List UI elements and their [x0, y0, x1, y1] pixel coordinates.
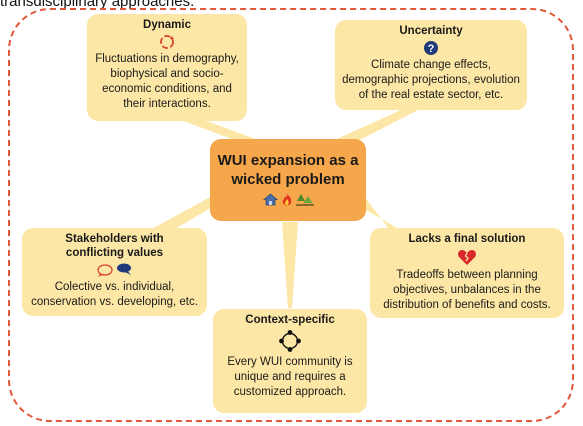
- network-icon: [279, 330, 301, 352]
- box-final-solution-line-2: objectives, unbalances in the: [393, 284, 541, 296]
- center-title-line-2: wicked problem: [231, 171, 345, 188]
- house-icon: [262, 193, 278, 206]
- box-dynamic-title: Dynamic: [143, 19, 191, 31]
- box-uncertainty-title: Uncertainty: [399, 25, 463, 37]
- box-stakeholders: Stakeholders with conflicting values Col…: [22, 228, 207, 316]
- dashed-frame: [8, 8, 574, 422]
- connector-uncertainty: [330, 106, 420, 146]
- question-icon: ?: [424, 41, 438, 55]
- flame-icon: [282, 194, 291, 206]
- box-final-solution-title: Lacks a final solution: [408, 233, 526, 245]
- tree-icon: [295, 194, 314, 206]
- box-dynamic-line-2: biophysical and socio-: [110, 68, 224, 80]
- box-context-title: Context-specific: [245, 314, 335, 326]
- center-box: WUI expansion as a wicked problem: [210, 139, 366, 221]
- connector-stakeholders: [150, 195, 214, 238]
- box-dynamic: Dynamic Fluctuations in demography, biop…: [87, 14, 247, 121]
- box-stakeholders-line-1: Colective vs. individual,: [54, 281, 175, 293]
- broken-heart-icon: [458, 250, 476, 265]
- center-title-line-1: WUI expansion as a: [217, 152, 359, 169]
- box-stakeholders-title-line-1: Stakeholders with: [65, 233, 164, 245]
- caption-text: transdisciplinary approaches.: [0, 0, 195, 10]
- svg-text:?: ?: [428, 43, 435, 55]
- cycle-icon: [160, 35, 174, 49]
- box-context-line-2: unique and requires a: [234, 371, 346, 383]
- box-dynamic-line-4: their interactions.: [123, 98, 211, 110]
- box-dynamic-line-3: economic conditions, and: [102, 83, 232, 95]
- box-uncertainty-line-1: Climate change effects,: [371, 59, 491, 71]
- box-final-solution: Lacks a final solution Tradeoffs between…: [370, 228, 564, 318]
- box-uncertainty-line-3: of the real estate sector, etc.: [358, 89, 504, 101]
- box-uncertainty-line-2: demographic projections, evolution: [342, 74, 520, 86]
- connector-final-solution: [364, 196, 404, 238]
- box-dynamic-line-1: Fluctuations in demography,: [95, 53, 239, 65]
- box-stakeholders-title-line-2: conflicting values: [65, 247, 164, 259]
- connector-context: [282, 222, 298, 308]
- box-uncertainty: Uncertainty ? Climate change effects, de…: [335, 20, 527, 110]
- box-context-line-1: Every WUI community is: [227, 356, 353, 368]
- box-context: Context-specific Every WUI community is …: [213, 309, 367, 413]
- speech-bubbles-icon: [96, 263, 131, 277]
- box-final-solution-line-1: Tradeoffs between planning: [396, 269, 538, 281]
- box-final-solution-line-3: distribution of benefits and costs.: [383, 299, 551, 311]
- box-context-line-3: customized approach.: [233, 386, 347, 398]
- box-stakeholders-line-2: conservation vs. developing, etc.: [31, 296, 198, 308]
